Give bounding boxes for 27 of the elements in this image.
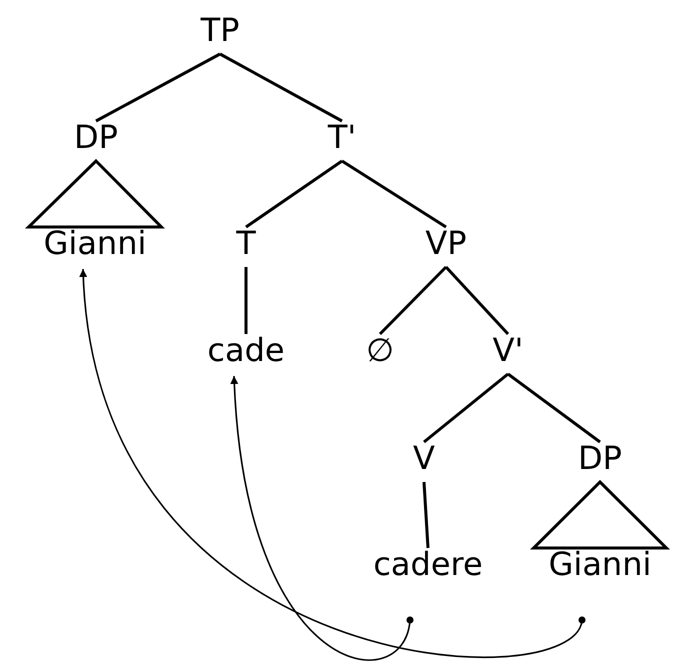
tree-node-label: DP	[73, 119, 119, 155]
tree-node-label: DP	[577, 440, 623, 476]
tree-node-label: V	[412, 440, 436, 476]
tree-node-label: Gianni	[548, 546, 652, 582]
tree-node-label: T'	[326, 119, 358, 155]
branch-line	[507, 372, 601, 444]
branch-line	[444, 266, 510, 336]
tree-node-label: V'	[492, 332, 524, 368]
tree-node-label: Gianni	[42, 225, 148, 261]
branch-line	[423, 372, 509, 444]
branch-line	[219, 52, 343, 122]
branch-line	[341, 160, 447, 228]
branch-line	[95, 52, 221, 122]
tree-node-label: cade	[206, 332, 286, 368]
tree-node-label: TP	[200, 12, 240, 48]
movement-arrow	[230, 376, 414, 661]
branch-line	[378, 266, 448, 336]
branch-line	[245, 160, 343, 228]
movement-arrow	[80, 268, 586, 658]
branch-line	[244, 267, 248, 334]
tree-node-label: T	[235, 225, 257, 261]
branch-line	[422, 482, 430, 548]
tree-node-label: cadere	[372, 546, 484, 582]
roof-triangle	[24, 158, 165, 228]
tree-node-label: VP	[424, 225, 468, 261]
roof-triangle	[530, 480, 670, 550]
tree-node-label: ∅	[365, 332, 395, 368]
